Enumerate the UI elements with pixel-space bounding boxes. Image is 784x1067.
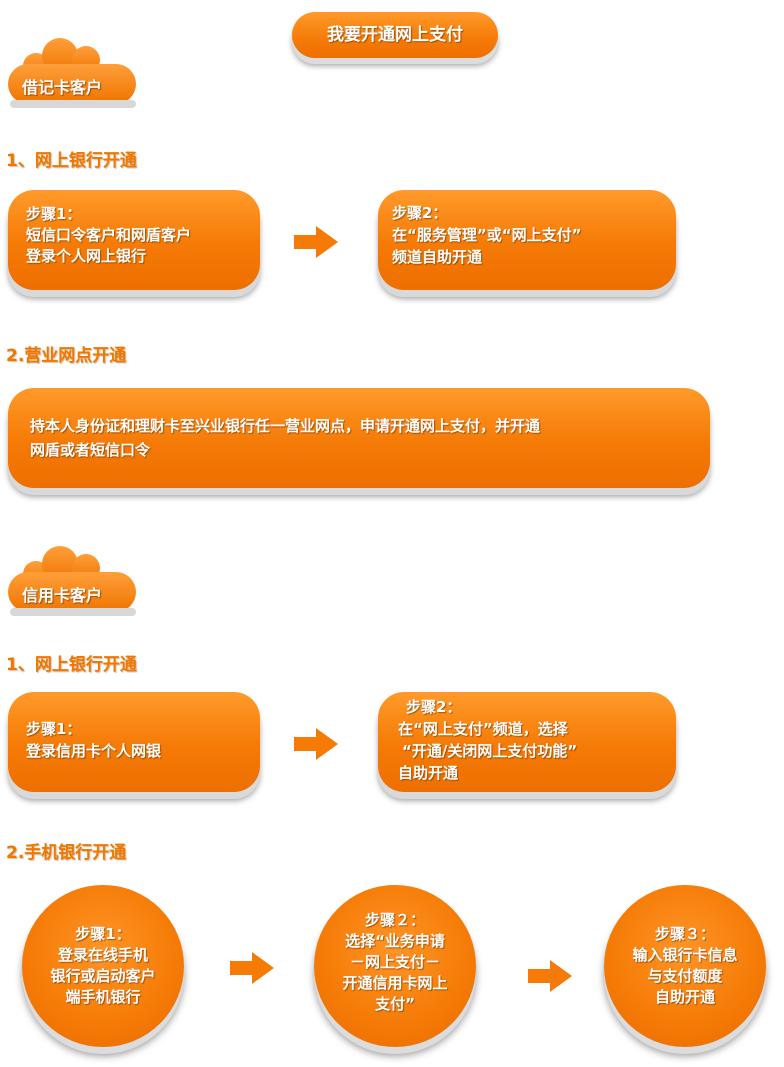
credit-online-heading: 1、网上银行开通 [6, 655, 137, 675]
right-arrow-icon [230, 952, 274, 984]
page-title-text: 我要开通网上支付 [327, 25, 463, 45]
debit-online-step1-line2: 短信口令客户和网盾客户 [26, 226, 192, 244]
credit-mobile-step3-line4: 自助开通 [654, 988, 715, 1006]
page-title: 我要开通网上支付 [292, 12, 498, 58]
debit-online-step2-line3: 频道自助开通 [392, 248, 483, 266]
credit-mobile-step1-line4: 端手机银行 [65, 988, 141, 1006]
credit-mobile-step3-circle: 步骤３： 输入银行卡信息 与支付额度 自助开通 [604, 885, 766, 1047]
debit-online-step1-box: 步骤1： 短信口令客户和网盾客户 登录个人网上银行 [8, 190, 260, 290]
debit-online-step1-line1: 步骤1： [26, 205, 82, 223]
debit-online-step2-line1: 步骤2： [392, 204, 448, 222]
right-arrow-icon [528, 960, 572, 992]
debit-branch-box: 持本人身份证和理财卡至兴业银行任一营业网点，申请开通网上支付，并开通 网盾或者短… [8, 388, 710, 488]
credit-badge: 信用卡客户 [8, 544, 138, 620]
credit-mobile-heading: 2.手机银行开通 [6, 843, 127, 863]
credit-online-step1-line2: 登录信用卡个人网银 [26, 742, 162, 760]
credit-online-step1-line1: 步骤1： [26, 720, 82, 738]
credit-mobile-step2-line1: 步骤２： [364, 910, 425, 929]
credit-online-step2-line4: 自助开通 [398, 764, 459, 782]
credit-online-step2-line2: 在“网上支付”频道，选择 [398, 720, 568, 738]
debit-online-step1-line3: 登录个人网上银行 [26, 247, 147, 265]
credit-online-step2-line1: 步骤2： [406, 698, 462, 716]
credit-mobile-step3-line3: 与支付额度 [647, 967, 723, 985]
credit-badge-label: 信用卡客户 [22, 586, 103, 605]
credit-mobile-step2-line5: 支付” [375, 994, 415, 1013]
debit-online-step2-line2: 在“服务管理”或“网上支付” [392, 226, 582, 244]
credit-online-step2-line3: “开通/关闭网上支付功能” [402, 742, 578, 760]
credit-mobile-step1-line2: 登录在线手机 [57, 946, 148, 964]
credit-online-step2-box: 步骤2： 在“网上支付”频道，选择 “开通/关闭网上支付功能” 自助开通 [378, 692, 676, 792]
right-arrow-icon [294, 226, 338, 258]
credit-mobile-step3-line2: 输入银行卡信息 [632, 946, 738, 964]
debit-badge-label: 借记卡客户 [22, 78, 103, 97]
credit-mobile-step3-line1: 步骤３： [654, 925, 715, 943]
credit-mobile-step2-line3: －网上支付－ [349, 952, 440, 971]
credit-mobile-step2-line4: 开通信用卡网上 [342, 973, 448, 992]
credit-mobile-step1-line1: 步骤1： [75, 925, 131, 943]
credit-online-step1-box: 步骤1： 登录信用卡个人网银 [8, 692, 260, 792]
debit-online-heading: 1、网上银行开通 [6, 151, 137, 171]
credit-mobile-step1-line3: 银行或启动客户 [50, 967, 156, 985]
debit-online-step2-box: 步骤2： 在“服务管理”或“网上支付” 频道自助开通 [378, 190, 676, 290]
credit-mobile-step2-circle: 步骤２： 选择“业务申请 －网上支付－ 开通信用卡网上 支付” [314, 885, 476, 1047]
right-arrow-icon [294, 728, 338, 760]
credit-mobile-step1-circle: 步骤1： 登录在线手机 银行或启动客户 端手机银行 [22, 885, 184, 1047]
debit-branch-line1: 持本人身份证和理财卡至兴业银行任一营业网点，申请开通网上支付，并开通 [30, 417, 541, 435]
debit-badge: 借记卡客户 [8, 36, 138, 112]
debit-branch-line2: 网盾或者短信口令 [30, 441, 151, 459]
cloud-icon [8, 38, 136, 108]
credit-mobile-step2-line2: 选择“业务申请 [345, 931, 445, 950]
debit-branch-heading: 2.营业网点开通 [6, 346, 127, 366]
cloud-icon [8, 546, 136, 616]
